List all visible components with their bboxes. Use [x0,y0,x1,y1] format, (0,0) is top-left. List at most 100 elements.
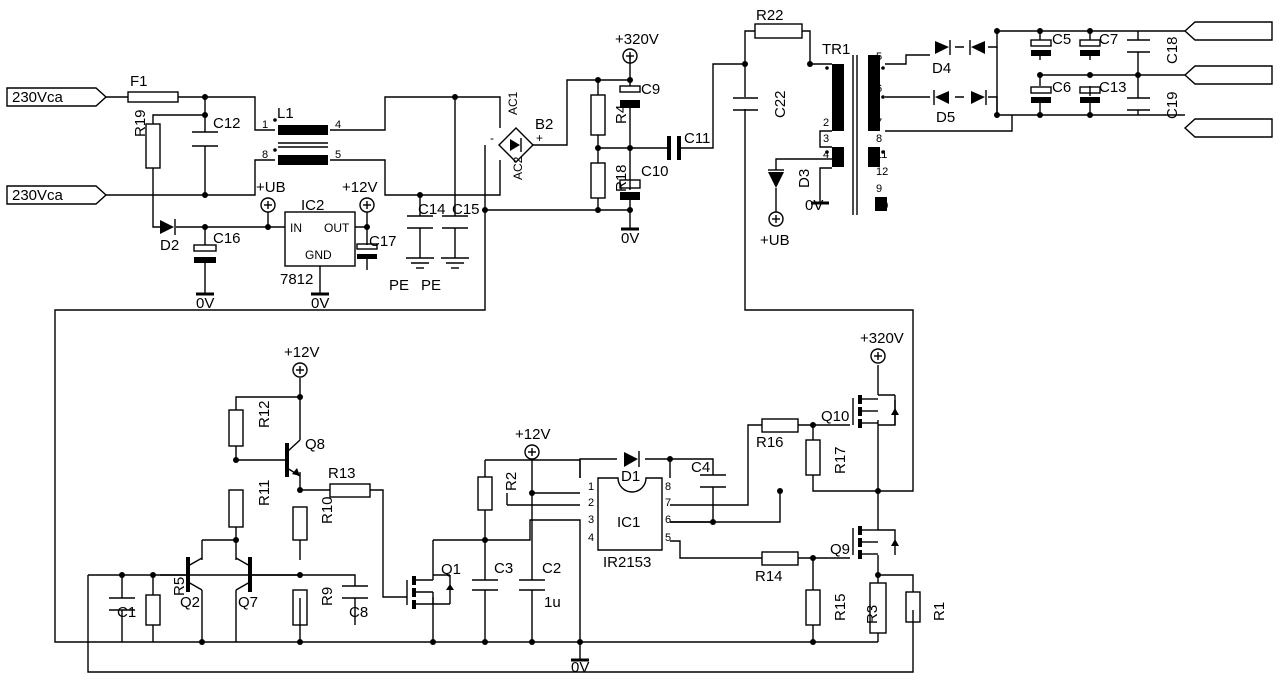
ic1-pin-7: 7 [665,497,671,509]
label-d4: D4 [932,60,951,77]
ic1-pin-4: 4 [588,532,594,544]
fuse-f1 [127,91,179,103]
label-r3: R3 [864,605,881,624]
supply-plus-12v-3 [524,444,540,460]
tr1-pin-3: 3 [823,133,829,145]
svg-text:230Vca: 230Vca [12,187,64,204]
label-ir2153: IR2153 [603,554,651,571]
label-c2-value: 1u [544,594,561,611]
label-r14: R14 [755,568,783,585]
label-r13: R13 [328,465,356,482]
tr1-pin-10: 10 [876,200,888,212]
label-c6: C6 [1052,79,1071,96]
tr1-pin-9: 9 [876,183,882,195]
label-c14: C14 [418,201,446,218]
capacitor-c14 [407,215,433,229]
label-c8: C8 [349,604,368,621]
output-port-2 [1183,65,1273,85]
label-0v-3: 0V [621,230,639,247]
ic1-pin-3: 3 [588,514,594,526]
label-c4: C4 [691,459,710,476]
label-0v-4: 0V [805,197,823,214]
capacitor-c3 [472,579,498,591]
label-f1: F1 [130,73,148,90]
label-q8: Q8 [305,436,325,453]
label-c13: C13 [1099,79,1127,96]
label-12v-1: +12V [342,179,377,196]
l1-pin-1: 1 [262,119,268,131]
regulator-ic2 [284,211,356,267]
transistor-q7 [235,557,300,592]
capacitor-c18 [1127,39,1150,53]
label-r15: R15 [832,593,849,621]
diode-d3 [768,169,784,188]
label-c3: C3 [494,560,513,577]
supply-plus-12v-2 [292,362,308,378]
capacitor-c12 [192,131,218,147]
transformer-tr1 [825,55,887,215]
wires [54,30,1185,673]
label-r22: R22 [756,7,784,24]
capacitor-c6 [1030,86,1052,103]
label-tr1: TR1 [822,41,850,58]
b2-pin-ac1: AC1 [506,91,520,115]
ic2-pin-gnd: GND [305,248,332,262]
resistor-r4 [590,94,606,136]
label-pe-1: PE [389,277,409,294]
label-l1: L1 [277,105,294,122]
resistor-r19 [145,123,161,169]
label-c16: C16 [213,230,241,247]
tr1-pin-7: 7 [876,117,882,129]
tr1-pin-2: 2 [823,117,829,129]
label-0v-5: 0V [571,659,589,676]
resistor-r13 [329,483,371,498]
pe-ground-1 [406,257,434,269]
capacitor-c1 [109,597,135,611]
label-r19: R19 [132,109,149,137]
output-port-1 [1183,21,1273,41]
label-12v-2: +12V [284,344,319,361]
tr1-pin-11: 11 [876,149,887,161]
resistor-r15 [805,589,821,626]
b2-pin-minus: - [490,131,494,145]
resistor-r3 [869,582,887,634]
diode-d5 [933,90,987,105]
supply-plus-12v-1 [359,197,375,213]
capacitor-c22 [733,97,758,111]
label-ub-1: +UB [256,179,286,196]
label-r16: R16 [756,434,784,451]
label-0v-1: 0V [196,295,214,312]
driver-ic1 [597,477,663,551]
label-d3: D3 [796,169,813,188]
capacitor-c7 [1079,39,1101,56]
label-r9: R9 [319,587,336,606]
label-q9: Q9 [830,541,850,558]
capacitor-c11 [667,136,681,160]
b2-pin-ac2: AC2 [511,156,525,180]
resistor-r17 [805,439,821,476]
label-c10: C10 [641,163,669,180]
ic2-pin-in: IN [290,221,302,235]
label-ic2: IC2 [301,197,324,214]
label-c5: C5 [1052,31,1071,48]
label-d1: D1 [621,468,640,485]
capacitor-c19 [1127,97,1150,111]
label-q10: Q10 [821,408,849,425]
capacitor-c15 [442,215,468,229]
label-c15: C15 [452,201,480,218]
label-r11: R11 [256,480,273,506]
capacitor-c10 [619,179,641,200]
ic1-pin-5: 5 [665,532,671,544]
label-320v-2: +320V [860,330,904,347]
ic1-pin-2: 2 [588,497,594,509]
transistor-q8 [285,397,301,477]
b2-pin-plus: + [536,131,543,145]
mosfet-q9 [852,526,899,559]
supply-plus-ub-2 [768,211,784,227]
port-230vca-top: 230Vca [6,87,108,107]
capacitor-c16 [193,244,217,263]
capacitor-c4 [700,474,726,488]
resistor-r11 [228,489,244,528]
label-c18: C18 [1164,36,1181,64]
